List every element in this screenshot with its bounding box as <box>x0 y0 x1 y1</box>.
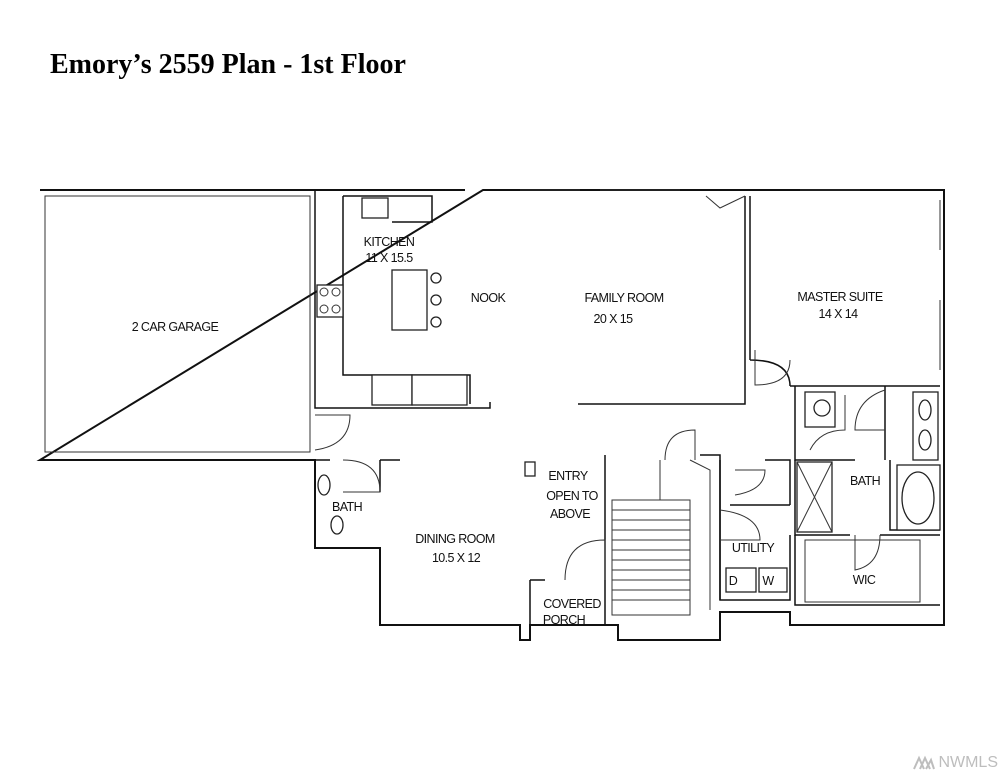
label-entry: ENTRY <box>548 469 588 483</box>
bath-fixtures <box>317 391 941 535</box>
label-master-suite: MASTER SUITE <box>797 290 882 304</box>
nwmls-logo-icon <box>913 755 936 770</box>
label-open-to: OPEN TO <box>546 489 598 503</box>
label-master-dim: 14 X 14 <box>819 307 859 321</box>
room-labels: 2 CAR GARAGE KITCHEN 11 X 15.5 NOOK FAMI… <box>132 235 884 627</box>
label-kitchen: KITCHEN <box>364 235 415 249</box>
label-nook: NOOK <box>471 291 507 305</box>
watermark-text: NWMLS <box>938 754 998 771</box>
label-wic: WIC <box>853 573 876 587</box>
label-bath-left: BATH <box>332 500 363 514</box>
label-dining-room: DINING ROOM <box>415 532 495 546</box>
label-washer: W <box>762 574 774 588</box>
door-swings <box>314 195 886 581</box>
label-garage: 2 CAR GARAGE <box>132 320 219 334</box>
utility-fixtures <box>524 461 921 603</box>
label-covered: COVERED <box>543 597 601 611</box>
label-family-room: FAMILY ROOM <box>584 291 663 305</box>
label-dining-dim: 10.5 X 12 <box>432 551 481 565</box>
watermark-logo: NWMLS <box>913 754 998 772</box>
stairs <box>611 459 711 616</box>
label-dryer: D <box>729 574 738 588</box>
label-utility: UTILITY <box>732 541 776 555</box>
label-porch: PORCH <box>543 613 586 627</box>
page-title: Emory’s 2559 Plan - 1st Floor <box>50 49 406 80</box>
label-kitchen-dim: 11 X 15.5 <box>365 251 413 265</box>
label-bath-master: BATH <box>850 474 881 488</box>
label-above: ABOVE <box>550 507 590 521</box>
kitchen-fixtures <box>316 197 468 406</box>
label-family-dim: 20 X 15 <box>594 312 634 326</box>
windows <box>520 189 941 370</box>
interior-walls <box>314 190 940 625</box>
